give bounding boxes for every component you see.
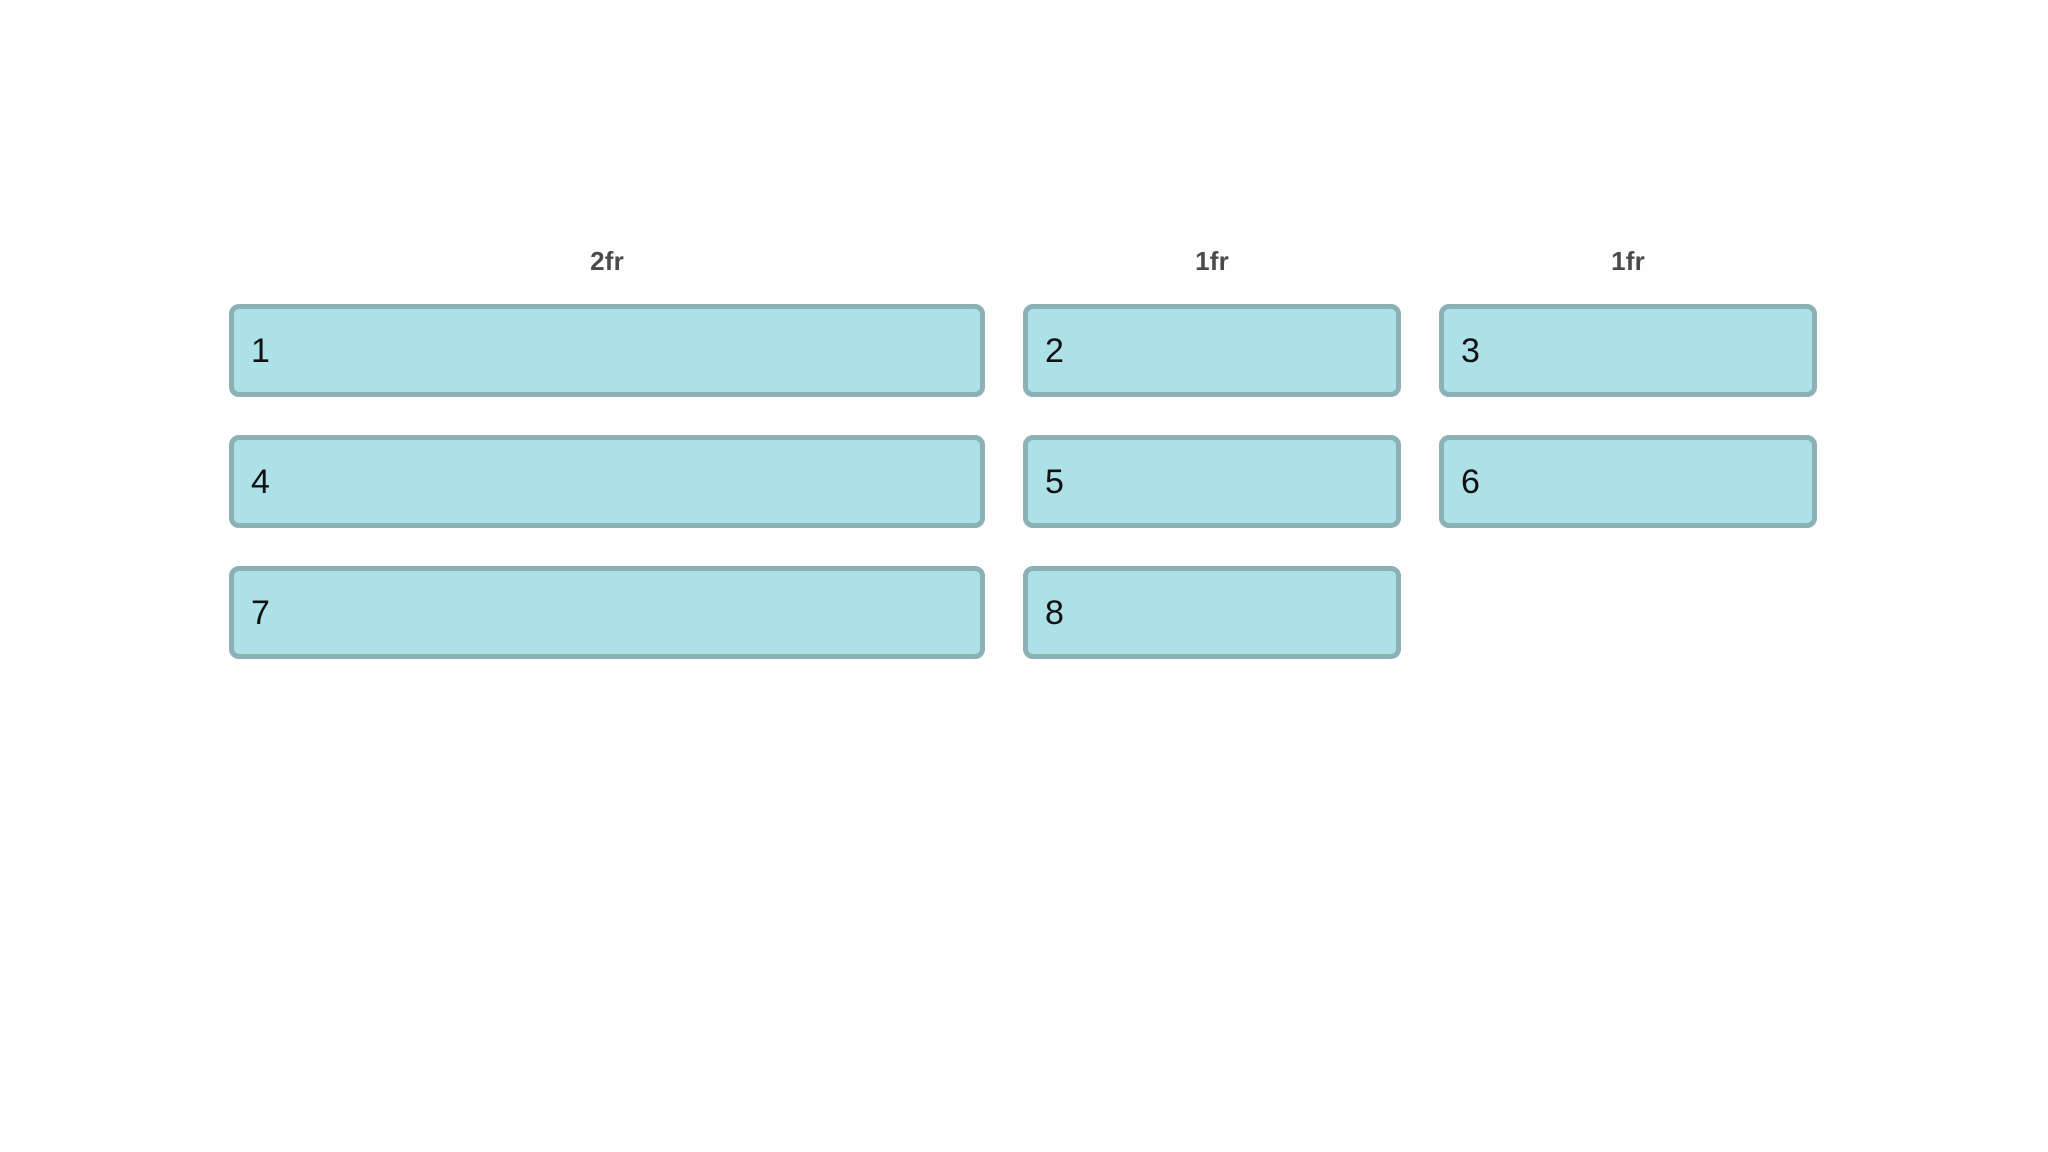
grid-item[interactable]: 5 — [1023, 435, 1401, 528]
grid-item[interactable]: 8 — [1023, 566, 1401, 659]
grid-item[interactable]: 4 — [229, 435, 985, 528]
grid-item[interactable]: 1 — [229, 304, 985, 397]
grid-item[interactable]: 7 — [229, 566, 985, 659]
grid-item[interactable]: 2 — [1023, 304, 1401, 397]
column-labels-row: 2fr 1fr 1fr — [229, 248, 1817, 274]
column-label-1: 2fr — [590, 246, 624, 276]
grid-item[interactable]: 3 — [1439, 304, 1817, 397]
grid-container: 1 2 3 4 5 6 7 8 — [229, 304, 1817, 659]
column-label-2: 1fr — [1195, 246, 1229, 276]
css-grid-demo: 2fr 1fr 1fr 1 2 3 4 5 6 7 8 — [229, 248, 1817, 659]
grid-item[interactable]: 6 — [1439, 435, 1817, 528]
grid-empty-cell — [1439, 566, 1817, 659]
column-label-3: 1fr — [1611, 246, 1645, 276]
